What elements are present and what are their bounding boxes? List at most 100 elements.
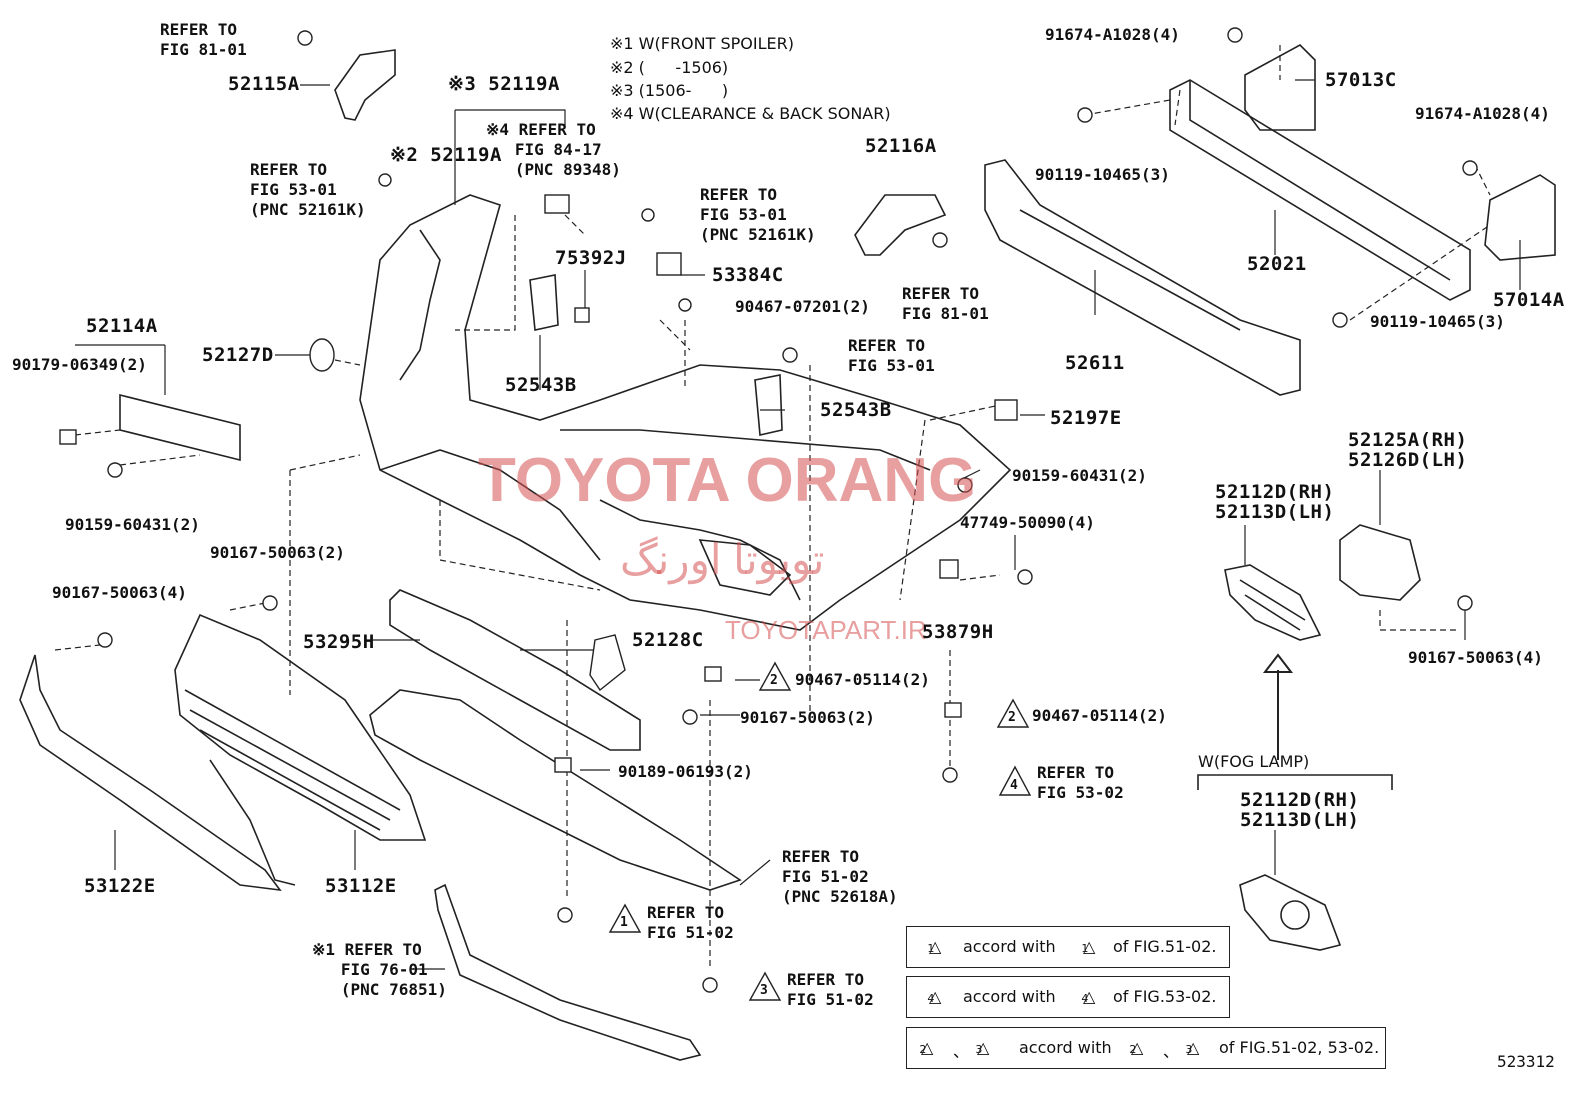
part-label: 90189-06193(2) [618, 762, 753, 781]
part-label: 90159-60431(2) [1012, 466, 1147, 485]
refer-label: REFER TO FIG 53-01 (PNC 52161K) [700, 185, 816, 244]
refer-label: REFER TO FIG 51-02 (PNC 52618A) [782, 847, 898, 906]
part-label: 90167-50063(4) [1408, 648, 1543, 667]
part-label: 52128C [632, 629, 704, 651]
watermark-url: TOYOTAPART.IR [725, 615, 927, 645]
bumper-cover [359, 194, 1012, 631]
note-3: ※3 (1506- ) [610, 81, 729, 100]
refer-label: REFER TO FIG 51-02 [647, 903, 734, 942]
legend-row-3: △2 、 △3 accord with △2 、 △3 of FIG.51-02… [906, 1027, 1386, 1069]
watermark-main: TOYOTA ORANG [478, 446, 977, 515]
bracket-52115A [334, 49, 396, 121]
triangle-marker [998, 765, 1032, 796]
refer-label: REFER TO FIG 81-01 [902, 284, 989, 323]
refer-label: ※1 REFER TO FIG 76-01 (PNC 76851) [312, 940, 447, 999]
part-label: 90467-05114(2) [795, 670, 930, 689]
part-label: 52116A [865, 135, 937, 157]
legend-sep2: 、 [1163, 1042, 1180, 1061]
triangle-marker [608, 903, 642, 933]
legend-text: accord with [963, 987, 1056, 1006]
front-spoiler [19, 654, 282, 892]
note-4: ※4 W(CLEARANCE & BACK SONAR) [610, 104, 891, 123]
triangle-number: 1 [620, 915, 628, 930]
part-label: 91674-A1028(4) [1415, 104, 1550, 123]
part-label: 53879H [922, 621, 994, 643]
part-label: 90167-50063(2) [210, 543, 345, 562]
legend-row-2: △4 accord with △4 of FIG.53-02. [906, 976, 1230, 1018]
part-label: 90167-50063(4) [52, 583, 187, 602]
part-label: 90167-50063(2) [740, 708, 875, 727]
lower-shield [369, 689, 742, 891]
part-label: 52127D [202, 344, 274, 366]
watermark-persian: تویوتا اورنگ [620, 536, 825, 583]
fog-lamp-arrow [1262, 653, 1294, 760]
triangle-marker [996, 698, 1030, 728]
legend-b: △1 [1081, 937, 1096, 956]
part-label: 52115A [228, 73, 300, 95]
legend-b2: △3 [1185, 1038, 1200, 1057]
part-label: 52543B [505, 374, 577, 396]
triangle-marker [748, 971, 782, 1001]
refer-label: REFER TO FIG 51-02 [787, 970, 874, 1009]
triangle-number: 2 [1008, 710, 1016, 725]
note-2: ※2 ( -1506) [610, 58, 729, 77]
triangle-marker [758, 661, 792, 691]
bracket-57013C [1244, 44, 1316, 131]
bracket-52116A [854, 194, 947, 256]
refer-label: REFER TO FIG 81-01 [160, 20, 247, 59]
legend-tail: of FIG.53-02. [1113, 987, 1217, 1006]
part-label: 91674-A1028(4) [1045, 25, 1180, 44]
lower-grille [174, 613, 427, 841]
note-1: ※1 W(FRONT SPOILER) [610, 34, 794, 53]
part-label: 57013C [1325, 69, 1397, 91]
part-label: 75392J [555, 247, 627, 269]
legend-row-1: △1 accord with △1 of FIG.51-02. [906, 926, 1230, 968]
part-label: ※3 52119A [448, 73, 560, 95]
legend-text: accord with [1019, 1038, 1112, 1057]
legend-tail: of FIG.51-02. [1113, 937, 1217, 956]
part-label: 90159-60431(2) [65, 515, 200, 534]
legend-tail: of FIG.51-02, 53-02. [1219, 1038, 1380, 1057]
part-label: 90119-10465(3) [1370, 312, 1505, 331]
part-label: 52125A(RH) 52126D(LH) [1348, 429, 1468, 471]
part-label: 53122E [84, 875, 156, 897]
part-label: 53112E [325, 875, 397, 897]
legend-sep: 、 [953, 1042, 970, 1061]
triangle-number: 3 [760, 983, 768, 998]
legend-a: △1 [927, 937, 942, 956]
part-label: 52611 [1065, 352, 1125, 374]
molding-52543B-right [754, 374, 783, 436]
part-label: 52021 [1247, 253, 1307, 275]
part-label: 52112D(RH) 52113D(LH) [1240, 789, 1360, 831]
fog-cover-upper [1224, 564, 1322, 641]
part-label: 47749-50090(4) [960, 513, 1095, 532]
under-cover [389, 589, 641, 751]
bracket-57014A [1484, 174, 1556, 261]
figure-number: 523312 [1497, 1052, 1555, 1071]
legend-a2: △3 [975, 1038, 990, 1057]
part-label: 52543B [820, 399, 892, 421]
refer-label: REFER TO FIG 53-01 (PNC 52161K) [250, 160, 366, 219]
part-label: 52112D(RH) 52113D(LH) [1215, 481, 1335, 523]
part-label: 52114A [86, 315, 158, 337]
refer-label: REFER TO FIG 53-01 [848, 336, 935, 375]
fog-bracket [1339, 524, 1421, 601]
part-label: 53384C [712, 264, 784, 286]
part-label: 53295H [303, 631, 375, 653]
part-label: 57014A [1493, 289, 1565, 311]
part-label: ※2 52119A [390, 144, 502, 166]
fog-lamp-label: W(FOG LAMP) [1198, 752, 1310, 771]
legend-a: △4 [927, 987, 942, 1006]
part-label: 90179-06349(2) [12, 355, 147, 374]
triangle-number: 2 [770, 673, 778, 688]
legend-a: △2 [919, 1038, 934, 1057]
legend-text: accord with [963, 937, 1056, 956]
legend-b: △4 [1081, 987, 1096, 1006]
front-lip [434, 883, 702, 1061]
part-label: 90467-07201(2) [735, 297, 870, 316]
refer-label: ※4 REFER TO FIG 84-17 (PNC 89348) [486, 120, 621, 179]
triangle-number: 4 [1010, 778, 1018, 793]
part-label: 90467-05114(2) [1032, 706, 1167, 725]
part-label: 90119-10465(3) [1035, 165, 1170, 184]
